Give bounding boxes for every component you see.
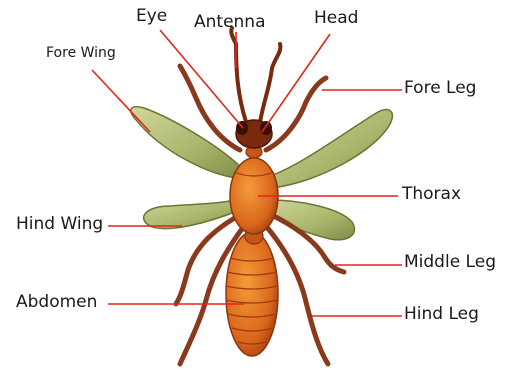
antenna-label: Antenna <box>194 14 266 31</box>
eye-label: Eye <box>136 8 167 25</box>
right-fore-wing <box>270 110 392 188</box>
hind-leg-label: Hind Leg <box>404 306 479 323</box>
abdomen-label: Abdomen <box>16 294 97 311</box>
right-eye-shape <box>260 121 272 135</box>
abdomen-shape <box>226 232 278 356</box>
middle-leg-label: Middle Leg <box>404 254 496 271</box>
left-antenna <box>231 28 246 122</box>
hind-wing-label: Hind Wing <box>16 216 103 233</box>
fore-leg-label: Fore Leg <box>404 80 476 97</box>
fore-wing-label: Fore Wing <box>46 46 116 60</box>
fore-wing-leader <box>92 70 150 132</box>
head-label: Head <box>314 10 358 27</box>
thorax-label: Thorax <box>402 186 461 203</box>
